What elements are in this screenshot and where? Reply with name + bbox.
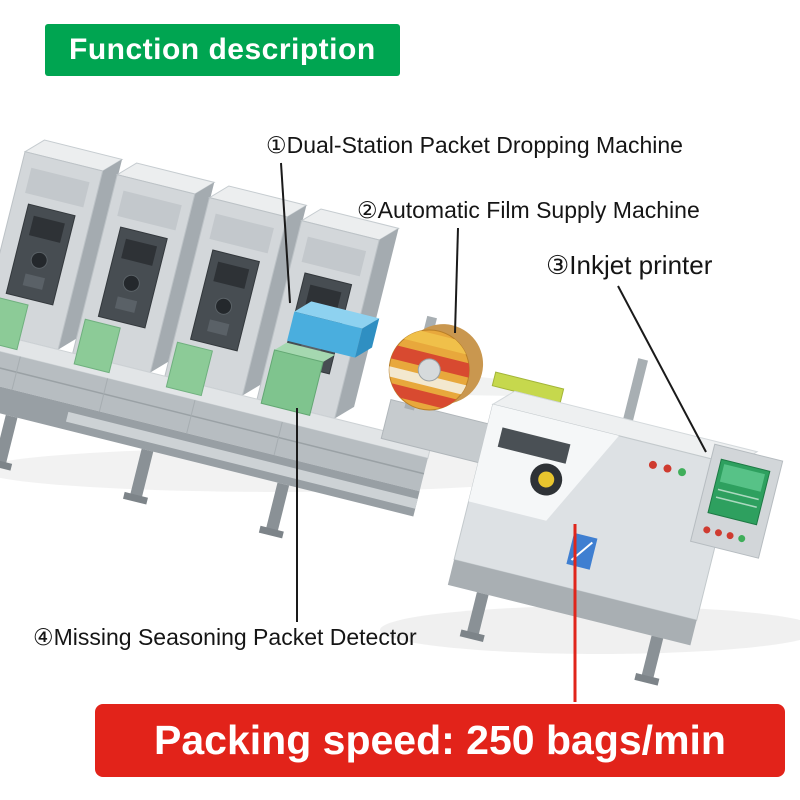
missing-seasoning-packet-detector bbox=[260, 342, 336, 416]
blue-block bbox=[287, 301, 380, 358]
annotation-inkjet-printer: ③Inkjet printer bbox=[546, 250, 713, 280]
callout-line-2 bbox=[454, 227, 459, 334]
annotation-dual-station-packet-dropping-machine: ①Dual-Station Packet Dropping Machine bbox=[266, 132, 683, 158]
packing-speed-banner: Packing speed: 250 bags/min bbox=[95, 704, 785, 777]
callout-line-3 bbox=[617, 285, 707, 453]
inkjet-printer-control-panel bbox=[689, 443, 784, 559]
packing-machine-body bbox=[447, 390, 759, 686]
station-green-panels bbox=[0, 295, 214, 397]
annotation-automatic-film-supply-machine: ②Automatic Film Supply Machine bbox=[357, 197, 700, 223]
conveyor bbox=[0, 316, 433, 539]
function-description-banner: Function description bbox=[45, 24, 400, 76]
annotation-missing-seasoning-packet-detector: ④Missing Seasoning Packet Detector bbox=[33, 624, 417, 650]
callout-lines bbox=[280, 162, 707, 702]
callout-line-1 bbox=[280, 162, 291, 304]
